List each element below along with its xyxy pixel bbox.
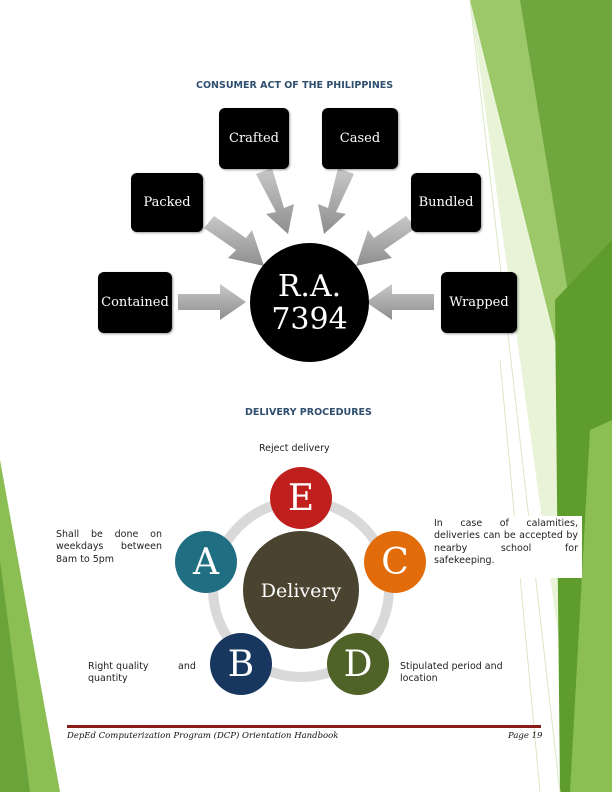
delivery-title: DELIVERY PROCEDURES: [245, 407, 372, 418]
arrow-bundled: [356, 216, 416, 266]
page-number: Page 19: [508, 731, 543, 741]
note-d: Stipulated period and location: [396, 661, 522, 695]
hub-line-2: 7394: [271, 301, 348, 337]
item-packed: Packed: [131, 173, 203, 232]
circle-e: E: [270, 467, 332, 529]
note-e: Reject delivery: [259, 443, 330, 454]
arrow-contained: [178, 284, 246, 320]
item-crafted: Crafted: [219, 108, 289, 169]
consumer-act-title: CONSUMER ACT OF THE PHILIPPINES: [196, 80, 394, 91]
footer-title: DepEd Computerization Program (DCP) Orie…: [67, 731, 339, 741]
hub-line-1: R.A.: [277, 268, 342, 304]
item-contained: Contained: [98, 272, 172, 333]
arrow-crafted: [256, 168, 294, 234]
note-b-right: and: [178, 661, 196, 672]
circle-c: C: [364, 531, 426, 593]
consumer-act-arrows: [178, 168, 434, 320]
circle-a: A: [175, 531, 237, 593]
arrow-cased: [318, 168, 354, 234]
ra-7394-hub: R.A. 7394: [250, 243, 369, 362]
item-wrapped: Wrapped: [441, 272, 517, 333]
item-bundled: Bundled: [411, 173, 481, 232]
footer-rule: [67, 725, 541, 728]
item-cased: Cased: [322, 108, 398, 169]
note-b-left: Right quality quantity: [88, 661, 149, 685]
note-a: Shall be done on weekdays between 8am to…: [56, 529, 162, 565]
delivery-hub: Delivery: [243, 531, 359, 649]
note-c: In case of calamities, deliveries can be…: [430, 516, 582, 578]
circle-d: D: [327, 633, 389, 695]
arrow-wrapped: [366, 284, 434, 320]
arrow-packed: [204, 216, 264, 266]
circle-b: B: [210, 633, 272, 695]
